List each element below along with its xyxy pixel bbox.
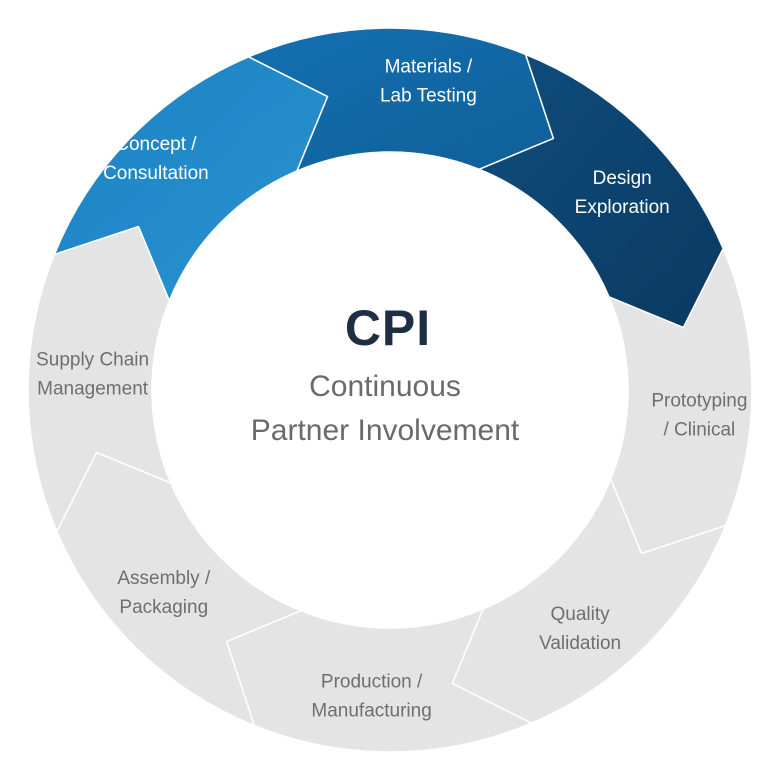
segment-label-assembly-line2: Packaging: [119, 597, 208, 618]
center-title: CPI: [345, 300, 431, 356]
center-subtitle-line2: Partner Involvement: [251, 414, 520, 447]
segment-label-assembly-line1: Assembly /: [117, 568, 211, 589]
cycle-segments: [27, 27, 753, 753]
center-circle: [152, 152, 628, 628]
segment-label-design-line2: Exploration: [575, 197, 670, 218]
segment-label-quality-line1: Quality: [551, 604, 611, 625]
segment-label-supply-line2: Management: [37, 379, 149, 400]
segment-label-concept-line1: Concept /: [115, 134, 197, 155]
segment-label-materials-line2: Lab Testing: [380, 86, 477, 107]
cycle-labels: Concept / Consultation Materials / Lab Test…: [36, 57, 747, 722]
segment-label-quality-line2: Validation: [539, 633, 621, 654]
segment-label-supply-line1: Supply Chain: [36, 350, 149, 371]
segment-label-prototyping-line1: Prototyping: [651, 390, 747, 411]
segment-label-prototyping-line2: / Clinical: [663, 419, 735, 440]
segment-label-design-line1: Design: [593, 168, 652, 189]
segment-label-materials-line1: Materials /: [385, 57, 473, 78]
segment-label-production-line2: Manufacturing: [311, 700, 431, 721]
segment-label-production-line1: Production /: [321, 671, 423, 692]
center-hub: CPI Continuous Partner Involvement: [152, 152, 628, 628]
segment-label-concept-line2: Consultation: [103, 163, 209, 184]
center-subtitle-line1: Continuous: [309, 370, 461, 403]
